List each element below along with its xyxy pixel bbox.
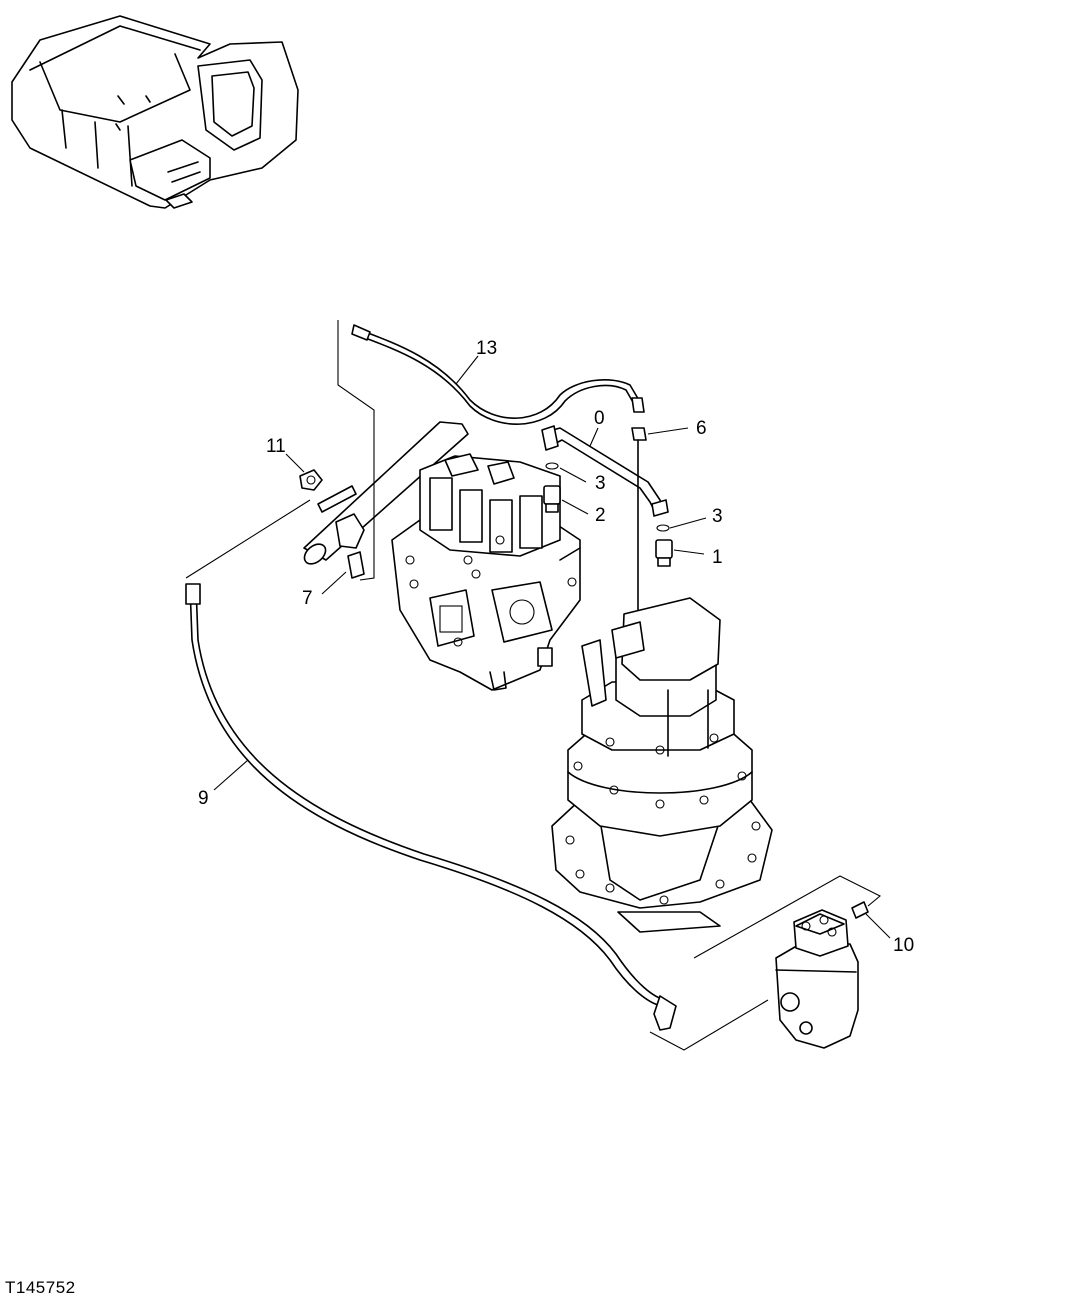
callout-6: 6	[696, 418, 707, 439]
control-valve	[391, 453, 581, 691]
group-bracket-swivel	[693, 875, 881, 959]
hose-9	[185, 583, 677, 1031]
center-joint	[775, 909, 859, 1049]
callout-13: 13	[476, 338, 497, 359]
o-ring-3-lower	[656, 524, 670, 532]
fitting-10	[851, 901, 869, 919]
fitting-1	[655, 539, 673, 567]
group-bracket-left	[337, 320, 375, 581]
tube-0	[541, 425, 669, 517]
fitting-6	[631, 427, 647, 621]
o-ring-3-upper	[545, 462, 559, 470]
callout-0: 0	[594, 408, 605, 429]
figure-id: T145752	[5, 1278, 76, 1297]
callout-9: 9	[198, 788, 209, 809]
group-bracket-hose9	[185, 499, 311, 579]
group-bracket-hose9-end	[649, 999, 769, 1051]
callout-leaders	[213, 355, 891, 939]
callout-7: 7	[302, 588, 313, 609]
callout-11: 11	[266, 436, 286, 457]
swing-motor	[551, 597, 773, 933]
elbow-fitting-11	[299, 469, 323, 491]
machine-locator-thumbnail	[11, 15, 299, 209]
callout-10: 10	[893, 935, 914, 956]
fitting-7	[347, 551, 365, 579]
callout-2: 2	[595, 505, 606, 526]
fitting-2	[543, 485, 561, 513]
hose-13	[351, 324, 645, 425]
callout-1: 1	[712, 547, 723, 568]
return-pipe	[303, 421, 469, 565]
callout-3-upper: 3	[595, 473, 606, 494]
callout-3-lower: 3	[712, 506, 723, 527]
